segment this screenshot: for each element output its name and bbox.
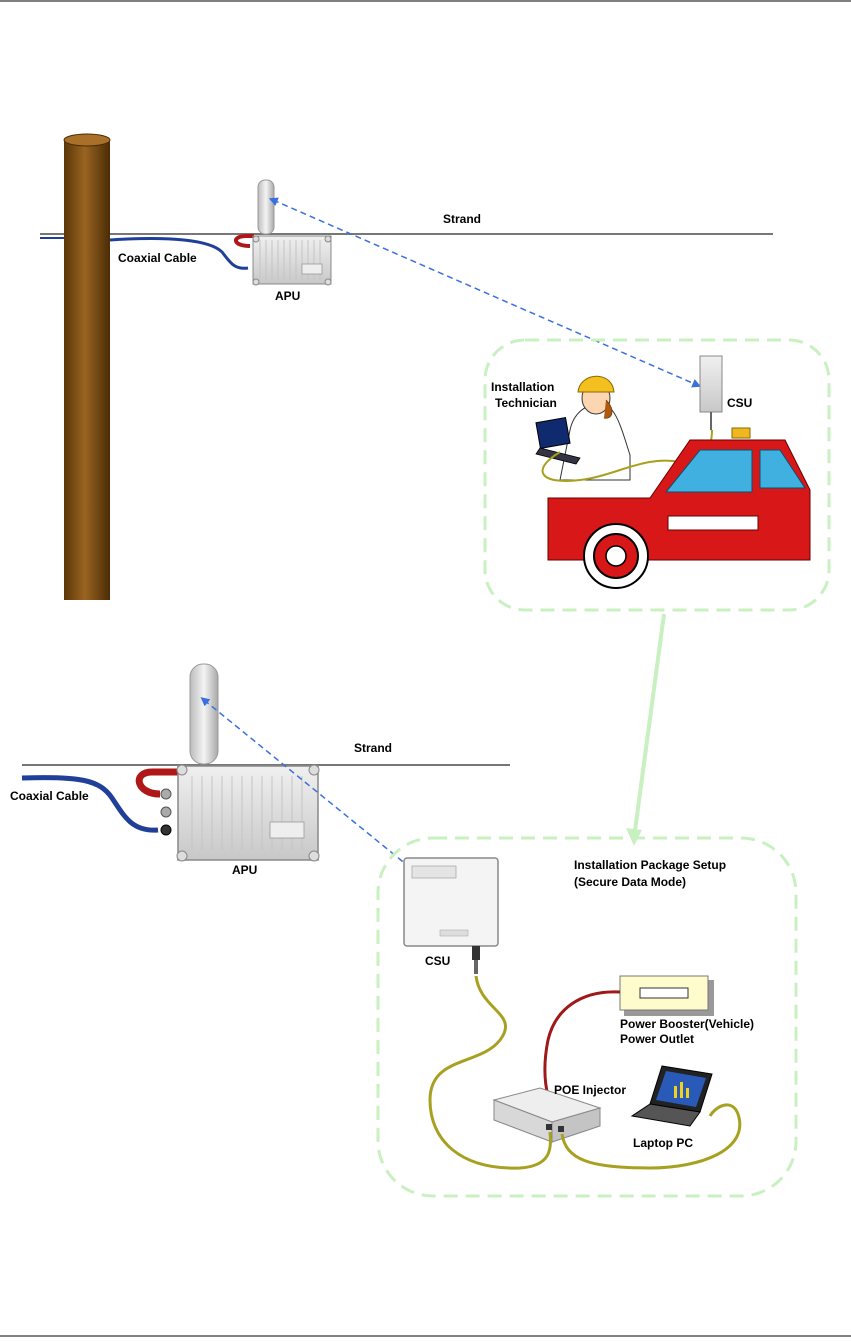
laptop-pc xyxy=(632,1066,712,1126)
power-label-line1: Power Booster(Vehicle) xyxy=(620,1017,754,1031)
power-label-line2: Power Outlet xyxy=(620,1032,694,1046)
apu-unit-bottom xyxy=(161,664,319,861)
power-outlet xyxy=(620,976,714,1016)
strand-label-bottom: Strand xyxy=(354,741,392,755)
jumper-cable-bottom xyxy=(139,772,178,794)
package-title-line1: Installation Package Setup xyxy=(574,858,726,872)
strand-label-top: Strand xyxy=(443,212,481,226)
coax-label-top: Coaxial Cable xyxy=(118,251,197,265)
ethernet-cable-csu-poe xyxy=(430,976,551,1168)
poe-label: POE Injector xyxy=(554,1083,626,1097)
apu-label-top: APU xyxy=(275,289,300,303)
bottom-scene: Strand Coaxial Cable A xyxy=(10,664,796,1196)
technician-label-line1: Installation xyxy=(491,380,554,394)
group-connector-arrow xyxy=(634,614,664,838)
jumper-cable-top xyxy=(236,236,254,246)
apu-unit-top xyxy=(253,180,331,285)
coax-label-bottom: Coaxial Cable xyxy=(10,789,89,803)
power-cable xyxy=(545,992,620,1096)
apu-label-bottom: APU xyxy=(232,863,257,877)
wireless-link-top xyxy=(273,200,697,385)
package-title-line2: (Secure Data Mode) xyxy=(574,875,686,889)
csu-label-top: CSU xyxy=(727,396,752,410)
laptop-label: Laptop PC xyxy=(633,1136,693,1150)
utility-pole xyxy=(40,134,110,600)
csu-unit-bottom xyxy=(404,858,498,974)
csu-unit-top xyxy=(700,356,722,430)
csu-label-bottom: CSU xyxy=(425,954,450,968)
technician-label-line2: Technician xyxy=(495,396,557,410)
top-scene: Coaxial Cable Strand APU xyxy=(40,134,829,610)
